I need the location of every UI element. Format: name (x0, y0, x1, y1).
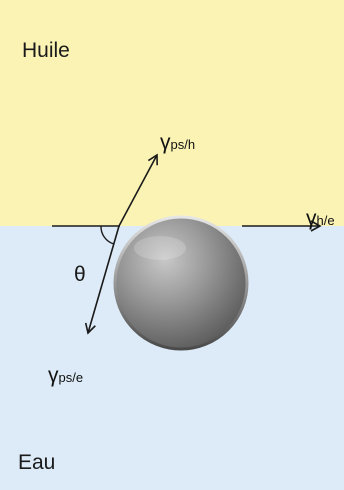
tension-subscript: ps/e (58, 370, 84, 385)
contact-angle-label: θ (74, 263, 86, 286)
oil-phase (0, 0, 344, 226)
oil-phase-label: Huile (22, 39, 70, 62)
particle-highlight (134, 236, 186, 260)
particle-water-tension-label: γps/e (48, 365, 83, 386)
oil-water-tension-label: γh/e (306, 208, 335, 229)
particle-oil-tension-label: γps/h (160, 132, 195, 153)
water-phase-label: Eau (18, 451, 56, 474)
particle-sphere (113, 215, 249, 351)
gamma-symbol: γ (48, 364, 59, 387)
contact-angle-arc (100, 225, 115, 245)
particle-oil-tension-arrow (118, 153, 158, 227)
gamma-symbol: γ (306, 207, 317, 230)
tension-subscript: ps/h (170, 137, 196, 152)
gamma-symbol: γ (160, 131, 171, 154)
tension-subscript: h/e (316, 213, 335, 228)
